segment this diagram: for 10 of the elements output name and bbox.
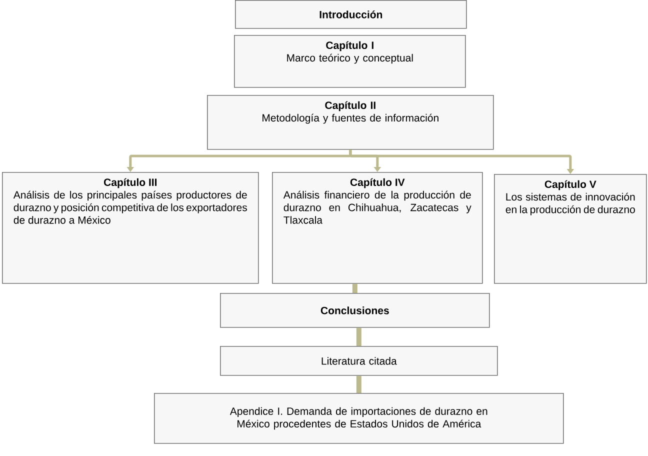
section-box: Literatura citada [220, 346, 498, 376]
chapter-box: Capítulo IV Análisis financiero de la producción de durazno en Chihuahua, Zacatecas y Tlaxcala [272, 172, 483, 284]
section-box: Conclusiones [220, 293, 490, 328]
section-box: Apendice I. Demanda de importaciones de durazno en México procedentes de Estados Unidos de América [154, 393, 564, 444]
chapter-box: Capítulo III Análisis de los principales países productores de durazno y posición competitiva de los exportadores de durazno a México [2, 172, 259, 284]
connector-arrow [349, 150, 574, 174]
section-box: Introducción [235, 0, 467, 29]
chapter-box: Capítulo V Los sistemas de innovación en la producción de durazno [494, 174, 647, 284]
chapter-box: Capítulo II Metodología y fuentes de información [207, 95, 494, 150]
chapter-box: Capítulo I Marco teórico y conceptual [234, 35, 466, 88]
